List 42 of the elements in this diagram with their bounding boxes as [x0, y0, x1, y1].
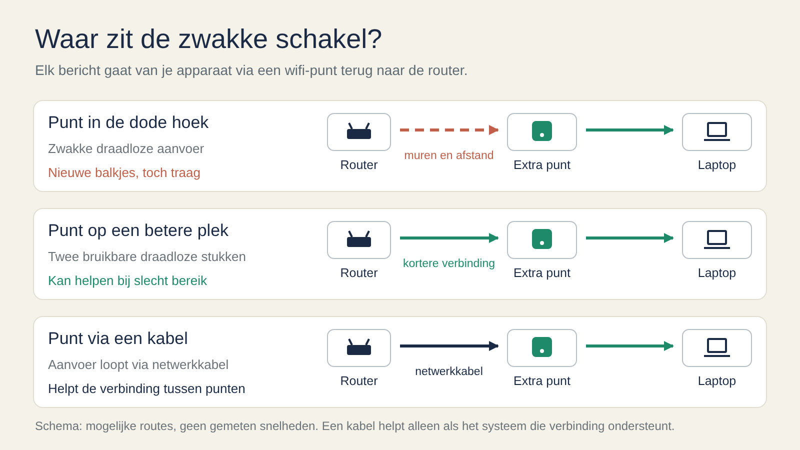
device-box: [507, 113, 577, 151]
panel-subtitle: Twee bruikbare draadloze stukken: [48, 249, 246, 264]
device-box: [682, 113, 752, 151]
panel-card: [33, 100, 767, 192]
device-label: Laptop: [696, 158, 738, 172]
arrow: [586, 341, 674, 351]
panel-heading: Punt in de dode hoek: [48, 113, 209, 133]
device-box: [327, 113, 391, 151]
device-box: [507, 221, 577, 259]
device-label: Extra punt: [512, 266, 572, 280]
panel-card: [33, 316, 767, 408]
device-label: Laptop: [696, 266, 738, 280]
device-label: Extra punt: [512, 374, 572, 388]
caption-note: Schema: mogelijke routes, geen gemeten snelheden. Een kabel helpt alleen als het systeem die verbinding ondersteunt.: [35, 419, 675, 433]
device-box: [507, 329, 577, 367]
device-box: [327, 221, 391, 259]
panel-note: Nieuwe balkjes, toch traag: [48, 165, 200, 180]
edge-label: netwerkkabel: [413, 366, 485, 378]
panel-card: [33, 208, 767, 300]
edge-label: muren en afstand: [402, 150, 496, 162]
arrow: [400, 125, 499, 135]
device-box: [682, 329, 752, 367]
arrow: [400, 233, 499, 243]
subtitle: Elk bericht gaat van je apparaat via een wifi-punt terug naar de router.: [35, 62, 468, 78]
edge-label: kortere verbinding: [400, 258, 498, 270]
panel-subtitle: Zwakke draadloze aanvoer: [48, 141, 204, 156]
device-box: [682, 221, 752, 259]
arrow: [586, 233, 674, 243]
panel-heading: Punt via een kabel: [48, 329, 188, 349]
device-label: Extra punt: [512, 158, 572, 172]
device-label: Router: [339, 158, 379, 172]
panel-heading: Punt op een betere plek: [48, 221, 229, 241]
panel-note: Kan helpen bij slecht bereik: [48, 273, 207, 288]
device-label: Router: [339, 374, 379, 388]
panel-note: Helpt de verbinding tussen punten: [48, 381, 246, 396]
device-box: [327, 329, 391, 367]
device-label: Laptop: [696, 374, 738, 388]
device-label: Router: [339, 266, 379, 280]
arrow: [586, 125, 674, 135]
panel-subtitle: Aanvoer loopt via netwerkkabel: [48, 357, 229, 372]
arrow: [400, 341, 499, 351]
title: Waar zit de zwakke schakel?: [35, 24, 382, 55]
